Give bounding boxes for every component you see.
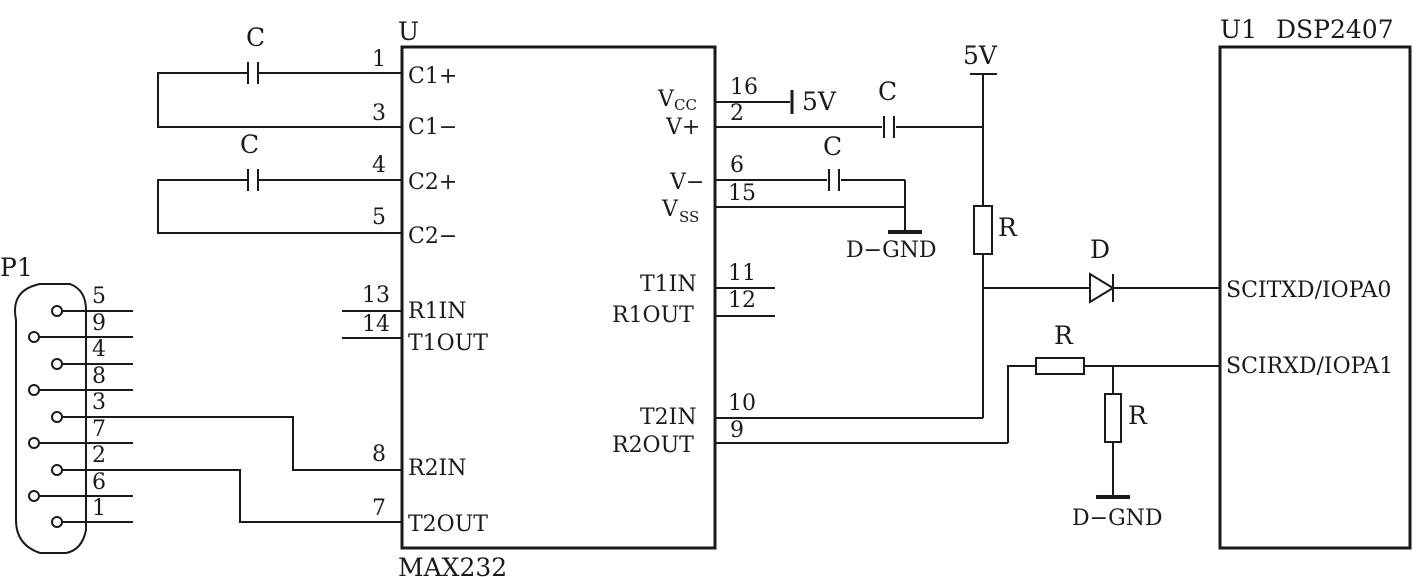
connector-pin-label-8: 8 bbox=[92, 364, 106, 389]
connector-pin-label-6: 6 bbox=[92, 470, 106, 495]
gnd1-label: D−GND bbox=[846, 238, 937, 263]
resistor-shunt bbox=[1104, 393, 1122, 443]
gnd2-label: D−GND bbox=[1072, 506, 1163, 531]
connector-pin-8 bbox=[28, 384, 40, 396]
cap-vminus-label: C bbox=[823, 132, 842, 161]
pin-name-c2minus: C2− bbox=[408, 224, 457, 249]
resistor-pullup-label: R bbox=[998, 213, 1018, 242]
rail-5v-label: 5V bbox=[963, 41, 998, 70]
pin-name-vss: V bbox=[661, 197, 679, 222]
connector-pin-5 bbox=[51, 305, 63, 317]
pin-name-r1out: R1OUT bbox=[612, 303, 694, 328]
connector-pin-4 bbox=[51, 358, 63, 370]
pin-num-12: 12 bbox=[728, 288, 756, 313]
connector-pin-9 bbox=[28, 331, 40, 343]
cap-vplus-label: C bbox=[878, 77, 897, 106]
pin-name-vplus: V+ bbox=[665, 115, 700, 140]
capacitor-c1-loop: C bbox=[157, 23, 342, 128]
connector-pin-2 bbox=[51, 464, 63, 476]
pin-num-6: 6 bbox=[730, 153, 744, 178]
pin-name-vss-sub: SS bbox=[679, 208, 699, 226]
connector-pin-6 bbox=[28, 490, 40, 502]
connector-pin-1 bbox=[51, 516, 63, 528]
pin-name-t2out: T2OUT bbox=[408, 512, 488, 537]
connector-pin-3 bbox=[51, 411, 63, 423]
pin-num-14: 14 bbox=[362, 312, 390, 337]
dsp-pin-scitxd: SCITXD/IOPA0 bbox=[1226, 278, 1391, 303]
connector-pin-label-1: 1 bbox=[92, 496, 106, 521]
pin-name-vcc: V bbox=[657, 87, 675, 112]
pin-num-2: 2 bbox=[730, 101, 744, 126]
pin-num-7: 7 bbox=[372, 496, 386, 521]
pin-name-c1minus: C1− bbox=[408, 115, 457, 140]
pin-num-16: 16 bbox=[730, 75, 758, 100]
max232-ref: U bbox=[398, 17, 419, 46]
connector-pins: 5 9 4 8 3 7 2 6 1 bbox=[28, 284, 342, 528]
connector-pin-label-7: 7 bbox=[92, 417, 106, 442]
pin-num-9: 9 bbox=[730, 418, 744, 443]
pin-num-1: 1 bbox=[372, 47, 386, 72]
dsp-pin-scirxd: SCIRXD/IOPA1 bbox=[1226, 354, 1393, 379]
connector-pin-label-9: 9 bbox=[92, 311, 106, 336]
dsp-body bbox=[1218, 45, 1412, 550]
cap-c1-label: C bbox=[246, 23, 265, 52]
resistor-series-label: R bbox=[1054, 321, 1074, 350]
max232-body bbox=[400, 45, 717, 550]
pin-num-11: 11 bbox=[728, 261, 756, 286]
pin-name-r2out: R2OUT bbox=[612, 433, 694, 458]
resistor-series bbox=[1035, 357, 1085, 375]
pin-num-15: 15 bbox=[728, 181, 756, 206]
connector-shell bbox=[14, 283, 87, 554]
pin-name-c2plus: C2+ bbox=[408, 170, 457, 195]
diode-triangle bbox=[1089, 272, 1115, 304]
max232-right-pins: 16 V CC 2 V+ 6 V− 15 V SS 11 T1IN 12 R1O… bbox=[612, 75, 1008, 458]
pin-num-10: 10 bbox=[728, 391, 756, 416]
pin-num-5: 5 bbox=[372, 205, 386, 230]
pin-num-13: 13 bbox=[362, 283, 390, 308]
max232-left-pins: 1 C1+ 3 C1− 4 C2+ 5 C2− 13 R1IN 14 T1OUT… bbox=[342, 47, 488, 537]
cap-c2-label: C bbox=[240, 130, 259, 159]
pin-name-c1plus: C1+ bbox=[408, 64, 457, 89]
resistor-shunt-label: R bbox=[1128, 401, 1148, 430]
resistor-pullup bbox=[973, 205, 993, 255]
connector-pin-7 bbox=[28, 437, 40, 449]
diode-label: D bbox=[1090, 235, 1110, 264]
dsp-part: DSP2407 bbox=[1276, 15, 1394, 44]
pin-name-r2in: R2IN bbox=[408, 456, 467, 481]
pin-name-vcc-sub: CC bbox=[674, 96, 697, 114]
pin-num-4: 4 bbox=[372, 153, 386, 178]
pin-name-vminus: V− bbox=[669, 170, 704, 195]
max232-part: MAX232 bbox=[398, 553, 507, 577]
capacitor-c2-loop: C bbox=[157, 130, 342, 234]
connector-pin-label-2: 2 bbox=[92, 443, 106, 468]
pin-name-t1out: T1OUT bbox=[408, 331, 488, 356]
pin-num-3: 3 bbox=[372, 101, 386, 126]
dsp-ref: U1 bbox=[1220, 15, 1257, 44]
pin-name-t1in: T1IN bbox=[640, 272, 697, 297]
connector-pin-label-4: 4 bbox=[92, 337, 106, 362]
pin-num-8: 8 bbox=[372, 442, 386, 467]
pin-name-t2in: T2IN bbox=[640, 405, 697, 430]
vcc-label: 5V bbox=[802, 87, 837, 116]
connector-pin-label-3: 3 bbox=[92, 390, 106, 415]
connector-pin-label-5: 5 bbox=[92, 284, 106, 309]
pin-name-r1in: R1IN bbox=[408, 299, 467, 324]
connector-ref: P1 bbox=[0, 253, 33, 282]
